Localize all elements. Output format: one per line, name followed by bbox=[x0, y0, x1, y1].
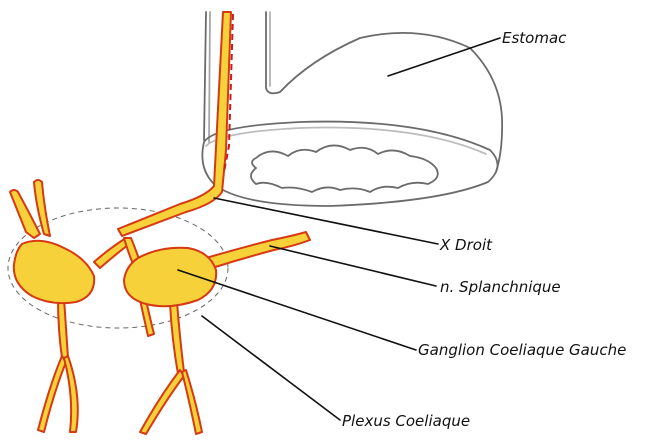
right-lower-fork-a bbox=[140, 370, 184, 434]
label-vagus-right: X Droit bbox=[439, 236, 493, 254]
stomach-drawing bbox=[202, 12, 502, 206]
leader-splanchnic bbox=[270, 246, 436, 286]
label-ganglion-left: Ganglion Coeliaque Gauche bbox=[418, 341, 626, 359]
left-lower-fork-a bbox=[38, 356, 66, 432]
nerve-network bbox=[10, 12, 310, 434]
left-ganglion bbox=[14, 241, 94, 303]
label-plexus: Plexus Coeliaque bbox=[342, 412, 470, 430]
right-lower-fork-b bbox=[182, 370, 202, 434]
leader-vagus bbox=[214, 198, 438, 244]
leader-plexus bbox=[202, 316, 340, 420]
label-splanchnic: n. Splanchnique bbox=[440, 278, 561, 296]
left-lower-trunk bbox=[58, 298, 68, 358]
splanchnic-nerve bbox=[206, 232, 310, 268]
leader-stomach bbox=[388, 38, 500, 76]
leader-ganglion bbox=[178, 270, 416, 350]
label-stomach: Estomac bbox=[502, 29, 567, 47]
right-lower-trunk bbox=[170, 302, 184, 374]
vagus-nerve-trunk bbox=[118, 12, 231, 236]
left-lower-fork-b bbox=[64, 356, 78, 432]
